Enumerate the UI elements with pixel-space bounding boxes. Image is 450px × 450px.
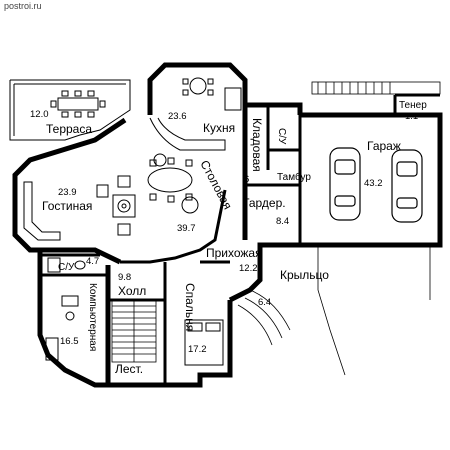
fireplace-icon (112, 194, 136, 218)
garage-label: Гараж (367, 139, 401, 153)
living-label: Гостиная (42, 199, 92, 213)
interior-walls (40, 93, 440, 385)
terrace-table-icon (50, 90, 106, 118)
kitchen-area-value: 23.6 (168, 111, 187, 122)
wc-left-area-value: 4.7 (86, 256, 99, 267)
exterior-walls (12, 62, 443, 388)
shed-area-value: 1.1 (405, 111, 418, 122)
wardrobe-area-value: 8.4 (276, 216, 289, 227)
armchair-icon (96, 175, 131, 236)
plant-icon (153, 153, 199, 214)
sofa-icon (23, 181, 61, 241)
dining-area-value: 39.7 (177, 223, 196, 234)
bed-icon (184, 319, 224, 366)
porch-steps (237, 289, 291, 346)
porch-area-value: 6.4 (258, 297, 271, 308)
wc-left-label: С/У (58, 262, 75, 273)
hallway-area-value: 12.2 (239, 263, 258, 274)
terrace-label: Терраса (46, 122, 92, 136)
kitchen-label: Кухня (203, 121, 235, 135)
driveway (317, 245, 431, 376)
vestibule-label: Тамбур (277, 171, 311, 183)
garage-area-value: 43.2 (364, 178, 383, 189)
car-icon (329, 147, 361, 221)
bedroom-area-value: 17.2 (188, 344, 207, 355)
hallway-label: Прихожая (206, 246, 262, 260)
porch-label: Крыльцо (280, 268, 329, 282)
stairs-label: Лест. (115, 362, 143, 376)
computer-desk-icon (45, 295, 79, 361)
wardrobe-label: Гардер. (243, 196, 286, 210)
living-area-value: 23.9 (58, 187, 77, 198)
pantry-area-value: 6 (244, 174, 249, 185)
toilet-icon (47, 257, 86, 273)
wc-top-label: С/У (276, 128, 287, 145)
kitchen-counter (149, 87, 242, 151)
shed-label: Тенер (399, 100, 427, 111)
site-watermark: postroi.ru (4, 1, 42, 11)
hall-area-value: 9.8 (118, 272, 131, 283)
terrace-area (9, 79, 131, 141)
dining-label: Столовая (197, 158, 235, 212)
pantry-label: Кладовая (250, 118, 264, 172)
computer-room-label: Компьютерная (87, 283, 98, 351)
shed-roof-hatch (311, 81, 441, 95)
hall-label: Холл (118, 284, 146, 298)
stairs (111, 299, 157, 363)
kitchen-table-icon (182, 77, 214, 96)
computer-area-value: 16.5 (60, 336, 79, 347)
terrace-area-value: 12.0 (30, 109, 49, 120)
car-icon (391, 149, 423, 223)
dining-table-icon (147, 157, 193, 203)
bedroom-label: Спальня (183, 283, 197, 331)
